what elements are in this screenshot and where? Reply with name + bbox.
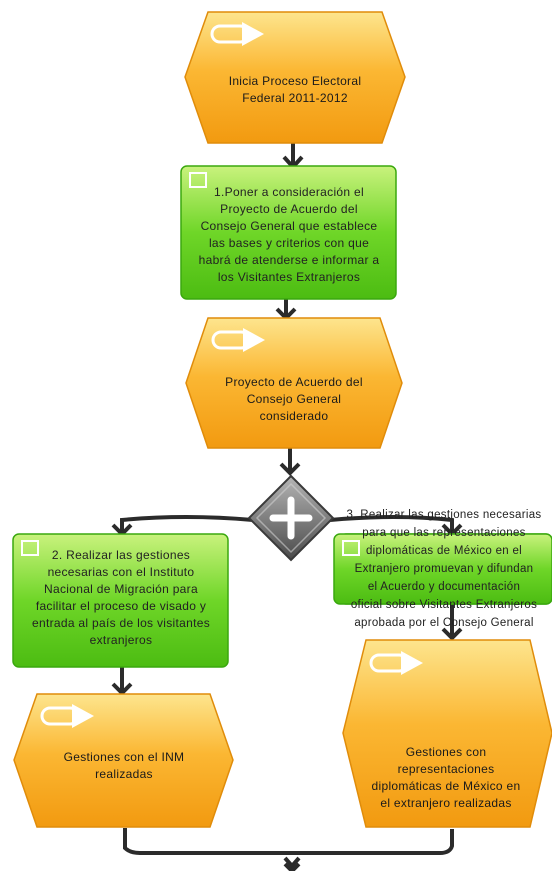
connectors bbox=[111, 143, 463, 871]
event-representaciones-label: Gestiones con representaciones diplomáti… bbox=[371, 745, 521, 810]
event-inm-label: Gestiones con el INM realizadas bbox=[63, 750, 185, 781]
function-step1 bbox=[180, 165, 397, 300]
function-icon bbox=[21, 540, 39, 556]
function-step2 bbox=[12, 533, 229, 668]
function-icon bbox=[189, 172, 207, 188]
event-start-label: Inicia Proceso Electoral Federal 2011-20… bbox=[228, 74, 362, 105]
plus-icon bbox=[269, 496, 313, 540]
event-gestiones-representaciones bbox=[342, 639, 552, 828]
arrowhead-gateway bbox=[279, 462, 301, 476]
and-gateway bbox=[247, 474, 335, 562]
function-step2-label: 2. Realizar las gestiones necesarias con… bbox=[32, 548, 210, 647]
arrow-right-icon bbox=[401, 651, 423, 675]
event-gestiones-inm bbox=[13, 693, 234, 828]
function-icon bbox=[342, 540, 360, 556]
event-start bbox=[184, 11, 406, 144]
function-step1-label: 1.Poner a consideración el Proyecto de A… bbox=[198, 185, 380, 284]
arrowhead-inm bbox=[111, 682, 133, 696]
event-acuerdo-considerado bbox=[185, 317, 403, 449]
arrow-right-icon bbox=[242, 22, 264, 46]
arrow-right-icon bbox=[243, 328, 265, 352]
event-acuerdo-label: Proyecto de Acuerdo del Consejo General … bbox=[225, 374, 363, 423]
function-step3 bbox=[333, 533, 552, 605]
connector-gateway-right bbox=[329, 515, 454, 533]
arrow-right-icon bbox=[72, 704, 94, 728]
arrowhead-rep bbox=[441, 627, 463, 641]
arrowhead-end-2 bbox=[283, 862, 301, 871]
connector-join bbox=[123, 828, 454, 855]
connector-gateway-left bbox=[120, 515, 254, 533]
function-step3-label: 3. Realizar las gestiones necesarias par… bbox=[346, 509, 542, 629]
arrowhead-end bbox=[283, 856, 301, 870]
